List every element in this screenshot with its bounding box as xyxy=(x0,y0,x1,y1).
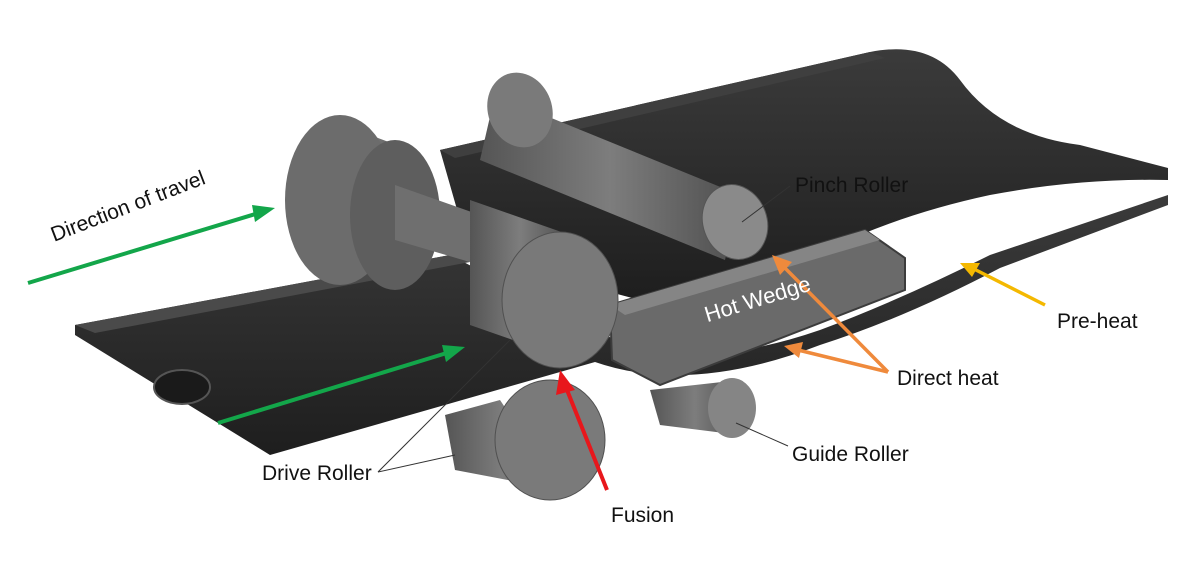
hot-wedge xyxy=(608,228,906,387)
lower-drive-roller xyxy=(445,379,606,501)
guide-roller xyxy=(650,378,756,438)
label-guide-roller: Guide Roller xyxy=(792,443,909,466)
pinch-roller xyxy=(480,72,769,260)
pre-heat-arrow xyxy=(960,263,1046,307)
direct-heat-arrows xyxy=(772,255,890,374)
direction-arrows xyxy=(27,205,465,425)
label-fusion: Fusion xyxy=(611,504,675,527)
fusion-arrow xyxy=(556,370,609,491)
label-pinch-roller: Pinch Roller xyxy=(795,174,909,197)
label-direct-heat: Direct heat xyxy=(897,367,999,390)
label-pre-heat: Pre-heat xyxy=(1057,310,1138,333)
label-drive-roller: Drive Roller xyxy=(262,462,372,485)
leader-lines xyxy=(377,185,791,473)
drive-roller xyxy=(285,115,619,369)
